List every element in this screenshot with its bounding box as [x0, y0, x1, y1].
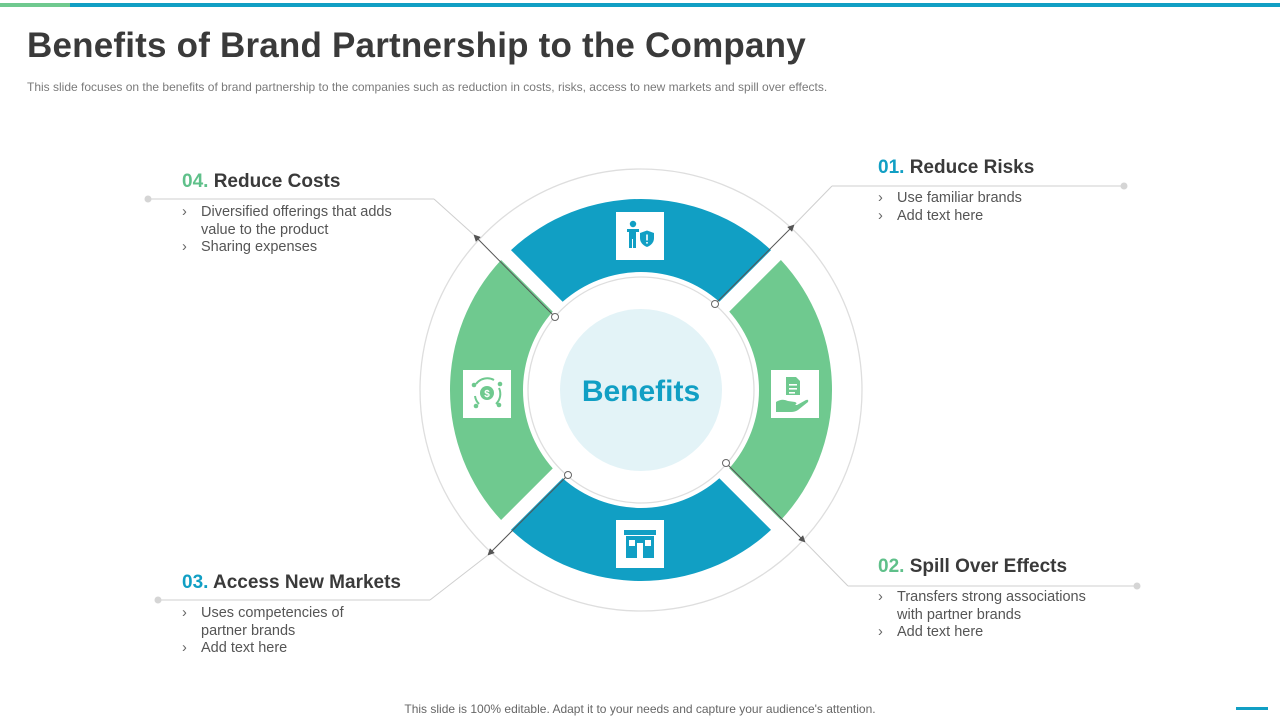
benefit-block-03: 03. Access New Markets Uses competencies…	[182, 572, 401, 658]
benefit-point: Diversified offerings that adds	[182, 204, 392, 222]
benefit-point: Sharing expenses	[182, 239, 392, 257]
icon-box-right	[771, 370, 819, 418]
benefit-block-02: 02. Spill Over Effects Transfers strong …	[878, 556, 1086, 642]
benefit-point: Add text here	[878, 208, 1034, 226]
benefit-heading-04: 04. Reduce Costs	[182, 171, 392, 193]
connector-03	[154, 471, 572, 604]
top-accent-bar-blue	[70, 3, 1280, 7]
center-circle	[560, 309, 722, 471]
benefit-block-01: 01. Reduce Risks Use familiar brands Add…	[878, 157, 1034, 225]
storefront-icon	[624, 530, 656, 558]
benefit-number-04: 04.	[182, 171, 209, 192]
benefit-point-continuation: partner brands	[201, 622, 296, 639]
connector-01	[711, 182, 1128, 308]
benefit-title-03: Access New Markets	[213, 572, 401, 593]
top-accent-bar-green	[0, 3, 70, 7]
benefit-point: Add text here	[878, 624, 1086, 642]
hand-document-icon	[776, 377, 809, 412]
benefit-point-continuation: with partner brands	[897, 606, 1022, 623]
cost-cycle-icon: $	[471, 377, 503, 409]
benefit-heading-02: 02. Spill Over Effects	[878, 556, 1086, 578]
benefit-title-01: Reduce Risks	[909, 157, 1035, 178]
benefit-title-04: Reduce Costs	[213, 171, 341, 192]
svg-text:$: $	[484, 389, 490, 400]
benefit-heading-03: 03. Access New Markets	[182, 572, 401, 594]
connector-02	[722, 459, 1141, 590]
benefit-block-04: 04. Reduce Costs Diversified offerings t…	[182, 171, 392, 257]
center-label: Benefits	[582, 375, 700, 408]
benefit-heading-01: 01. Reduce Risks	[878, 157, 1034, 179]
slide-title: Benefits of Brand Partnership to the Com…	[27, 26, 806, 65]
person-shield-icon	[627, 220, 654, 248]
benefit-point: Transfers strong associations	[878, 589, 1086, 607]
icon-box-left: $	[463, 370, 511, 418]
inner-ring	[527, 276, 755, 504]
slide-footer-note: This slide is 100% editable. Adapt it to…	[404, 702, 876, 716]
benefit-point: Add text here	[182, 640, 401, 658]
benefit-number-02: 02.	[878, 556, 905, 577]
connector-04	[144, 195, 559, 321]
slide-subtitle: This slide focuses on the benefits of br…	[27, 80, 828, 94]
icon-box-top	[616, 212, 664, 260]
footer-accent-bar	[1236, 707, 1268, 710]
benefit-number-01: 01.	[878, 157, 905, 178]
benefit-point-continuation: value to the product	[201, 221, 329, 238]
outer-ring	[419, 168, 863, 612]
benefit-point: Use familiar brands	[878, 190, 1034, 208]
benefit-point: Uses competencies of	[182, 605, 401, 623]
icon-box-bottom	[616, 520, 664, 568]
benefit-number-03: 03.	[182, 572, 209, 593]
benefit-title-02: Spill Over Effects	[909, 556, 1068, 577]
